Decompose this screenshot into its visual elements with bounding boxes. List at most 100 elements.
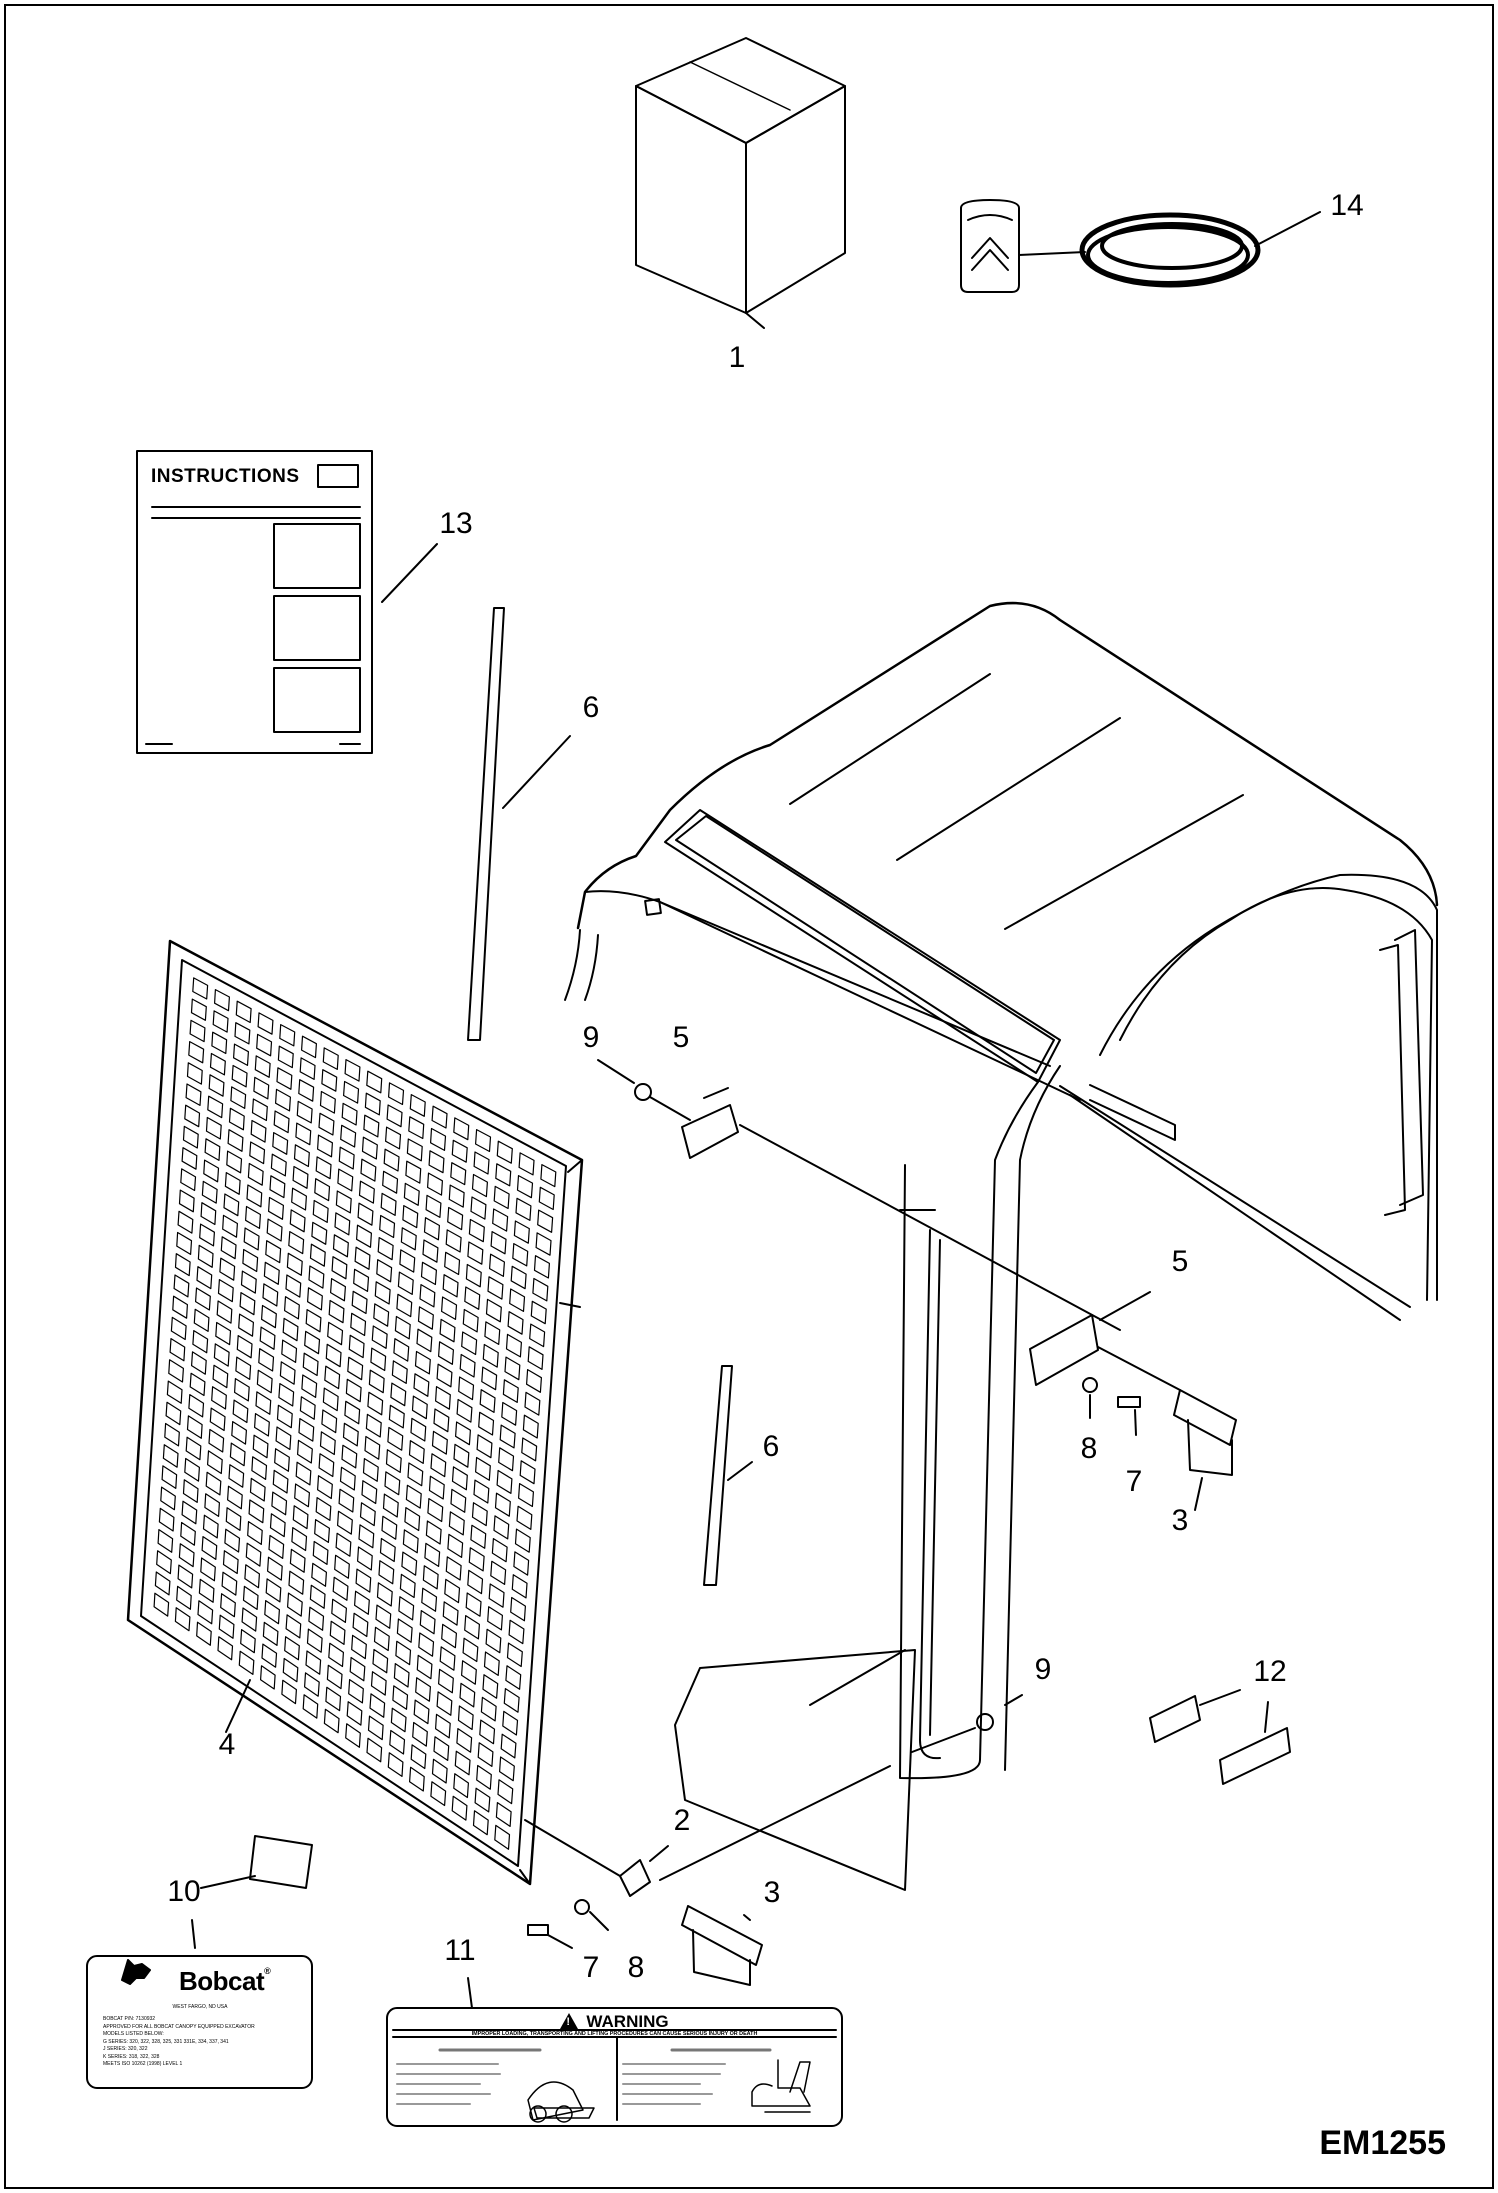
guard-mesh-opening bbox=[239, 1291, 256, 1316]
guard-mesh-opening bbox=[279, 1023, 296, 1047]
guard-mesh-opening bbox=[275, 1426, 292, 1451]
guard-mesh-opening bbox=[219, 1257, 236, 1281]
guard-mesh-opening bbox=[347, 1356, 364, 1381]
guard-mesh-opening bbox=[154, 1571, 171, 1596]
guard-mesh-opening bbox=[383, 1148, 400, 1172]
guard-mesh-opening bbox=[400, 1227, 417, 1251]
guard-mesh-opening bbox=[351, 1290, 368, 1315]
guard-mesh-opening bbox=[165, 1401, 182, 1426]
guard-mesh-opening bbox=[413, 1699, 430, 1725]
guard-mesh-opening bbox=[172, 1295, 188, 1319]
guard-mesh-opening bbox=[204, 1493, 220, 1518]
guard-mesh-opening bbox=[388, 1404, 405, 1429]
guard-mesh-opening bbox=[227, 1129, 244, 1152]
guard-mesh-opening bbox=[220, 1593, 236, 1618]
callout-8-upper: 8 bbox=[1080, 1432, 1098, 1465]
guard-mesh-opening bbox=[312, 1199, 329, 1224]
guard-mesh-opening bbox=[411, 1395, 428, 1420]
guard-mesh-opening bbox=[192, 1329, 209, 1354]
guard-mesh-opening bbox=[387, 1752, 404, 1778]
guard-mesh-opening bbox=[430, 1781, 447, 1807]
guard-mesh-opening bbox=[197, 1600, 214, 1625]
guard-mesh-opening bbox=[186, 1062, 203, 1085]
guard-mesh-opening bbox=[174, 1253, 191, 1277]
guard-mesh-opening bbox=[507, 1311, 524, 1335]
guard-mesh-opening bbox=[430, 1127, 447, 1152]
guard-mesh-opening bbox=[343, 1080, 360, 1104]
guard-mesh-opening bbox=[254, 1412, 270, 1437]
guard-mesh-opening bbox=[295, 1461, 312, 1486]
guard-mesh-opening bbox=[207, 1450, 223, 1475]
bobcat-decal-line: K SERIES: 318, 322, 328 bbox=[103, 2053, 160, 2060]
guard-mesh-opening bbox=[325, 1686, 342, 1712]
guard-mesh-opening bbox=[348, 1334, 365, 1359]
callout-1: 1 bbox=[728, 341, 746, 374]
guard-mesh-opening bbox=[509, 1288, 526, 1313]
part-9-nut-lower bbox=[911, 1694, 1023, 1753]
guard-mesh-opening bbox=[496, 1469, 513, 1495]
guard-mesh-opening bbox=[302, 1352, 319, 1377]
guard-mesh-opening bbox=[393, 1662, 410, 1688]
guard-mesh-opening bbox=[516, 1174, 534, 1199]
guard-mesh-opening bbox=[467, 1569, 484, 1595]
guard-mesh-opening bbox=[252, 1434, 269, 1459]
guard-mesh-opening bbox=[455, 1421, 471, 1446]
guard-mesh-opening bbox=[275, 1088, 291, 1112]
guard-mesh-opening bbox=[224, 1528, 241, 1553]
callout-5-lower: 5 bbox=[1171, 1245, 1189, 1278]
guard-mesh-opening bbox=[315, 1156, 332, 1180]
guard-mesh-opening bbox=[341, 1102, 358, 1126]
bobcat-decal-line: MEETS ISO 10262 (1998) LEVEL 1 bbox=[103, 2061, 183, 2067]
guard-mesh-opening bbox=[294, 1483, 310, 1508]
guard-mesh-opening bbox=[420, 1261, 437, 1286]
warning-triangle-icon: ! bbox=[560, 2013, 579, 2029]
bobcat-logo: Bobcat® bbox=[179, 1966, 271, 1997]
guard-mesh-opening bbox=[196, 1621, 212, 1646]
guard-mesh-opening bbox=[234, 1377, 250, 1402]
guard-mesh-opening bbox=[410, 1744, 427, 1770]
guard-mesh-opening bbox=[417, 1306, 434, 1330]
guard-mesh-opening bbox=[391, 1360, 408, 1385]
callout-12: 12 bbox=[1253, 1655, 1287, 1688]
guard-mesh-opening bbox=[530, 1300, 547, 1325]
guard-mesh-opening bbox=[399, 1249, 416, 1273]
guard-mesh-opening bbox=[271, 1491, 288, 1516]
part-6-seal-strip-lower bbox=[703, 1365, 753, 1586]
guard-mesh-opening bbox=[435, 1713, 451, 1739]
guard-mesh-opening bbox=[246, 1184, 263, 1208]
guard-mesh-opening bbox=[341, 1444, 358, 1469]
guard-mesh-opening bbox=[156, 1550, 172, 1575]
guard-mesh-opening bbox=[243, 1227, 260, 1251]
guard-mesh-opening bbox=[525, 1368, 543, 1393]
guard-mesh-opening bbox=[425, 1520, 442, 1545]
part-5-bracket-lower bbox=[1029, 1291, 1181, 1391]
guard-mesh-opening bbox=[161, 1465, 178, 1490]
guard-mesh-opening bbox=[380, 1192, 397, 1217]
guard-mesh-opening bbox=[451, 1139, 468, 1163]
guard-mesh-opening bbox=[350, 1312, 367, 1337]
guard-mesh-opening bbox=[250, 1119, 267, 1143]
guard-mesh-opening bbox=[379, 1214, 396, 1239]
guard-mesh-opening bbox=[345, 1723, 361, 1748]
guard-mesh-opening bbox=[412, 1721, 428, 1747]
guard-mesh-opening bbox=[331, 1598, 347, 1624]
guard-mesh-opening bbox=[270, 1153, 287, 1177]
guard-mesh-opening bbox=[495, 1163, 512, 1187]
guard-mesh-opening bbox=[362, 1457, 379, 1482]
guard-mesh-opening bbox=[390, 1382, 407, 1407]
guard-mesh-opening bbox=[242, 1585, 259, 1611]
guard-mesh-opening bbox=[387, 1426, 404, 1451]
guard-mesh-opening bbox=[416, 1328, 433, 1353]
guard-mesh-opening bbox=[291, 1187, 307, 1211]
guard-mesh-opening bbox=[366, 1070, 383, 1094]
guard-mesh-opening bbox=[288, 1230, 305, 1255]
warning-decal: ! WARNING IMPROPER LOADING, TRANSPORTING… bbox=[387, 2008, 842, 2126]
guard-mesh-opening bbox=[182, 1479, 199, 1504]
guard-mesh-opening bbox=[173, 1274, 190, 1298]
guard-mesh-opening bbox=[332, 1576, 349, 1601]
guard-mesh-opening bbox=[464, 1286, 481, 1310]
guard-mesh-opening bbox=[361, 1136, 378, 1160]
guard-mesh-opening bbox=[240, 1270, 257, 1294]
part-6-seal-strip-upper bbox=[467, 607, 571, 1041]
guard-mesh-opening bbox=[257, 1012, 274, 1035]
